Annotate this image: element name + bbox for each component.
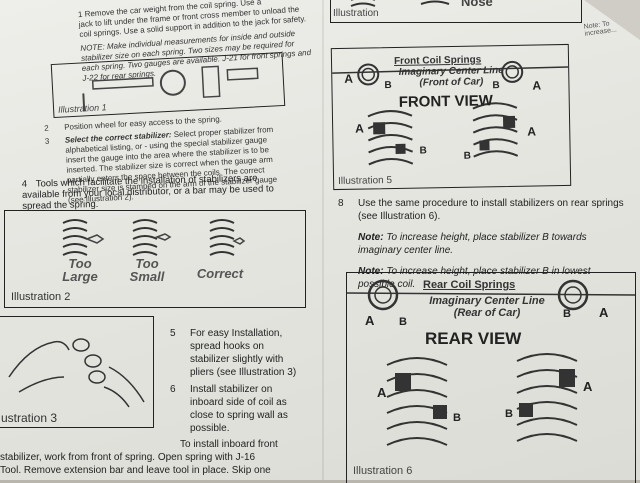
top-right-note: Note: To increase... bbox=[583, 20, 618, 38]
nose-label: Nose bbox=[461, 0, 493, 9]
gauge-drawings bbox=[62, 219, 246, 256]
step8-text: Use the same procedure to install stabil… bbox=[358, 197, 638, 291]
note-label: Note: bbox=[358, 232, 384, 243]
front-view-drawing: A B B A A B A B bbox=[332, 60, 569, 166]
svg-text:A: A bbox=[527, 125, 536, 139]
step5-number: 5 bbox=[170, 328, 176, 339]
svg-text:B: B bbox=[419, 145, 426, 156]
svg-text:A: A bbox=[365, 313, 375, 328]
car-lift-drawing bbox=[82, 65, 259, 112]
inboard-text: To install inboard front stabilizer, wor… bbox=[0, 439, 278, 476]
note-label: Note: bbox=[358, 266, 384, 277]
illustration-3-caption: ustration 3 bbox=[1, 411, 58, 425]
note-text: To increase height, place stabilizer B t… bbox=[386, 232, 587, 243]
rear-coil-title: Rear Coil Springs bbox=[423, 279, 516, 291]
note-text: To increase height, place stabilizer B i… bbox=[386, 266, 591, 277]
svg-text:A: A bbox=[532, 78, 541, 92]
svg-text:B: B bbox=[453, 412, 461, 424]
illustration-6-box: Rear Coil Springs A B B A A B A B Imagin… bbox=[346, 272, 636, 483]
svg-text:B: B bbox=[563, 308, 571, 320]
illustration-5-box: Front Coil Springs A B B A A B A B Imagi… bbox=[330, 43, 572, 191]
illustration-1-box: Illustration 1 bbox=[50, 51, 286, 119]
page-fold bbox=[322, 0, 324, 480]
svg-text:A: A bbox=[344, 72, 353, 86]
spring-fragment-drawing bbox=[350, 0, 450, 7]
svg-text:A: A bbox=[599, 305, 609, 320]
svg-text:B: B bbox=[505, 408, 513, 420]
illustration-4-fragment: Illustration Nose bbox=[330, 0, 582, 23]
illustration-6-caption: Illustration 6 bbox=[353, 465, 413, 477]
illustration-5-caption: Illustration 5 bbox=[338, 175, 393, 187]
front-center-line-label: Imaginary Center Line(Front of Car) bbox=[398, 65, 504, 89]
note-text: possible coil. bbox=[358, 279, 416, 290]
rear-center-line-label: Imaginary Center Line(Rear of Car) bbox=[429, 295, 545, 319]
svg-text:B: B bbox=[464, 151, 471, 162]
svg-text:B: B bbox=[492, 80, 499, 91]
illustration-2-caption: Illustration 2 bbox=[11, 291, 71, 303]
svg-text:A: A bbox=[377, 385, 387, 400]
pliers-hands-drawing bbox=[8, 338, 145, 408]
rear-view-title: REAR VIEW bbox=[425, 329, 522, 348]
svg-text:B: B bbox=[384, 80, 391, 91]
correct-label: Correct bbox=[196, 266, 244, 281]
note-text: imaginary center line. bbox=[358, 245, 454, 256]
illustration-4-caption: Illustration bbox=[333, 8, 379, 19]
rear-view-drawing: A B B A A B A B bbox=[346, 279, 636, 446]
step6-number: 6 bbox=[170, 384, 176, 395]
svg-text:A: A bbox=[583, 379, 593, 394]
svg-text:A: A bbox=[355, 122, 364, 136]
step8-number: 8 bbox=[338, 198, 344, 209]
front-view-title: FRONT VIEW bbox=[398, 92, 494, 111]
svg-text:B: B bbox=[399, 316, 407, 328]
illustration-3-box: ustration 3 bbox=[0, 316, 154, 428]
